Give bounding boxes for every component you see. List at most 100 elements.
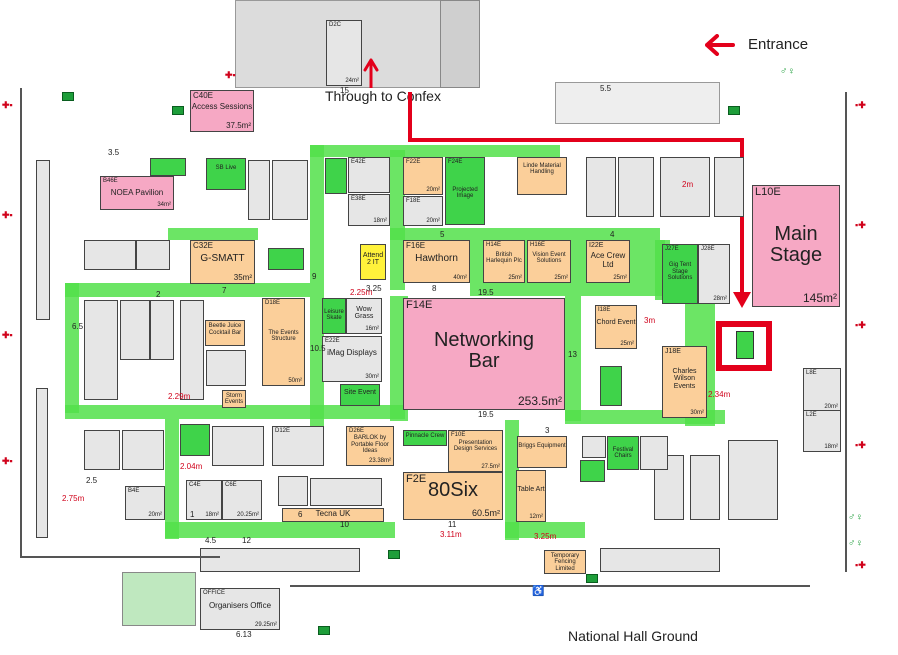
- booth[interactable]: [660, 157, 710, 217]
- booth-site-event[interactable]: Site Event: [340, 384, 380, 406]
- booth-f16e[interactable]: F16E Hawthorn 40m²: [403, 240, 470, 283]
- booth-green-small[interactable]: [268, 248, 304, 270]
- booth-d18e[interactable]: D18E The Events Structure 50m²: [262, 298, 305, 386]
- booth[interactable]: [36, 388, 48, 538]
- booth-name: Ace Crew Ltd: [590, 251, 626, 269]
- booth-b46e[interactable]: B46E NOEA Pavilion 34m²: [100, 176, 174, 210]
- booth-leisure-skate[interactable]: Leisure Skate: [322, 298, 346, 334]
- booth[interactable]: [84, 240, 136, 270]
- booth-name: Table Art: [517, 486, 545, 493]
- booth[interactable]: [136, 240, 170, 270]
- booth-f18e[interactable]: F18E 20m²: [403, 196, 443, 226]
- booth-pinnacle[interactable]: Pinnacle Crew: [403, 430, 447, 446]
- booth[interactable]: [310, 478, 382, 506]
- booth[interactable]: [618, 157, 654, 217]
- booth[interactable]: [586, 157, 616, 217]
- booth-linde[interactable]: Linde Material Handling: [517, 157, 567, 195]
- booth[interactable]: [690, 455, 720, 520]
- booth-b4e[interactable]: B4E 20m²: [125, 486, 165, 520]
- booth-name: The Events Structure: [268, 329, 299, 343]
- booth[interactable]: [206, 350, 246, 386]
- booth-e38e[interactable]: E38E 18m²: [348, 194, 390, 226]
- booth[interactable]: [180, 300, 204, 400]
- booth-green-small[interactable]: [600, 366, 622, 406]
- booth-sb-live[interactable]: SB Live: [206, 158, 246, 190]
- booth-f22e[interactable]: F22E 20m²: [403, 157, 443, 195]
- booth-table-art[interactable]: Table Art 12m²: [516, 470, 546, 522]
- aisle: [390, 150, 405, 290]
- booth-c40e[interactable]: C40E Access Sessions 37.5m²: [190, 90, 254, 132]
- booth-c6e[interactable]: C6E 20.25m²: [222, 480, 262, 520]
- booth-festival-chairs[interactable]: Festival Chairs: [607, 436, 639, 470]
- booth-l2e[interactable]: L2E 18m²: [803, 410, 841, 452]
- booth-code: E38E: [351, 196, 366, 202]
- booth-area: 18m²: [373, 217, 387, 224]
- fire-exit-icon: ✚▪: [2, 456, 13, 466]
- booth-briggs[interactable]: Briggs Equipment: [517, 436, 567, 468]
- booth-i18e[interactable]: I18E Chord Event 25m²: [595, 305, 637, 349]
- booth-green-small[interactable]: [325, 158, 347, 194]
- booth-code: OFFICE: [203, 590, 225, 596]
- booth[interactable]: [120, 300, 150, 360]
- booth[interactable]: [212, 426, 264, 466]
- dim-label: 1: [190, 510, 195, 519]
- booth-f14e[interactable]: F14E Networking Bar 253.5m²: [403, 298, 565, 410]
- booth-d12e[interactable]: D12E: [272, 426, 324, 466]
- booth[interactable]: [728, 440, 778, 520]
- booth-green-small[interactable]: [580, 460, 605, 482]
- booth-d2c[interactable]: D2C 24m²: [326, 20, 362, 86]
- booth-j27e[interactable]: J27E Gig Tent Stage Solutions: [662, 244, 698, 304]
- booth[interactable]: [84, 300, 118, 400]
- booth-office[interactable]: OFFICE Organisers Office 29.25m²: [200, 588, 280, 630]
- booth[interactable]: [200, 548, 360, 572]
- highlighted-booth[interactable]: [736, 331, 754, 359]
- booth-area: 20m²: [426, 186, 440, 193]
- booth-area: 29.25m²: [254, 621, 277, 628]
- booth-f10e[interactable]: F10E Presentation Design Services 27.5m²: [448, 430, 503, 472]
- booth-l8e[interactable]: L8E 20m²: [803, 368, 841, 412]
- booth-area: 35m²: [233, 272, 252, 282]
- booth-c4e[interactable]: C4E 18m²: [186, 480, 222, 520]
- booth-j28e[interactable]: J28E 28m²: [698, 244, 730, 304]
- booth-barlok[interactable]: D26E BARLOK by Portable Floor Ideas 23.3…: [346, 426, 394, 466]
- booth-storm-events[interactable]: Storm Events: [222, 390, 246, 408]
- booth-j18e[interactable]: J18E Charles Wilson Events 30m²: [662, 346, 707, 418]
- aisle: [165, 419, 179, 539]
- booth[interactable]: [272, 160, 308, 220]
- booth[interactable]: [150, 300, 174, 360]
- booth-area: 34m²: [157, 201, 171, 208]
- booth-wow-grass[interactable]: Wow Grass 16m²: [346, 298, 382, 334]
- booth[interactable]: [84, 430, 120, 470]
- booth-tecna[interactable]: Tecna UK: [282, 508, 384, 522]
- booth-code: C4E: [189, 482, 201, 488]
- booth-code: F2E: [406, 473, 427, 485]
- booth-f24e[interactable]: F24E Projected Image: [445, 157, 485, 225]
- booth[interactable]: [582, 436, 606, 458]
- booth-e22e[interactable]: E22E iMag Displays 30m²: [322, 336, 382, 382]
- booth-h16e[interactable]: H16E Vision Event Solutions 25m²: [527, 240, 571, 283]
- booth[interactable]: [640, 436, 668, 470]
- booth-c32e[interactable]: C32E G-SMATT 35m²: [190, 240, 255, 284]
- booth-area: 253.5m²: [517, 394, 562, 409]
- booth-green-small[interactable]: [150, 158, 186, 176]
- booth-l10e[interactable]: L10E Main Stage 145m²: [752, 185, 840, 307]
- top-right-block: [440, 0, 480, 88]
- booth-beetle-juice[interactable]: Beetle Juice Cocktail Bar: [205, 320, 245, 346]
- booth-i22e[interactable]: I22E Ace Crew Ltd 25m²: [586, 240, 630, 283]
- booth-h14e[interactable]: H14E British Harlequin Plc 25m²: [483, 240, 525, 283]
- booth-attend2it[interactable]: Attend 2 IT: [360, 244, 386, 280]
- booth[interactable]: [122, 430, 164, 470]
- booth[interactable]: [714, 157, 744, 217]
- dim-label: 19.5: [478, 288, 494, 297]
- dim-label: 2: [156, 290, 161, 299]
- booth[interactable]: [600, 548, 720, 572]
- booth-e42e[interactable]: E42E: [348, 157, 390, 193]
- booth-green-small[interactable]: [180, 424, 210, 456]
- booth-f2e[interactable]: F2E 80Six 60.5m²: [403, 472, 503, 520]
- dim-label: 3.5: [108, 148, 120, 157]
- aisle: [565, 296, 581, 421]
- booth-temporary-fencing[interactable]: Temporary Fencing Limited: [544, 550, 586, 574]
- booth[interactable]: [36, 160, 50, 320]
- booth[interactable]: [278, 476, 308, 506]
- booth[interactable]: [248, 160, 270, 220]
